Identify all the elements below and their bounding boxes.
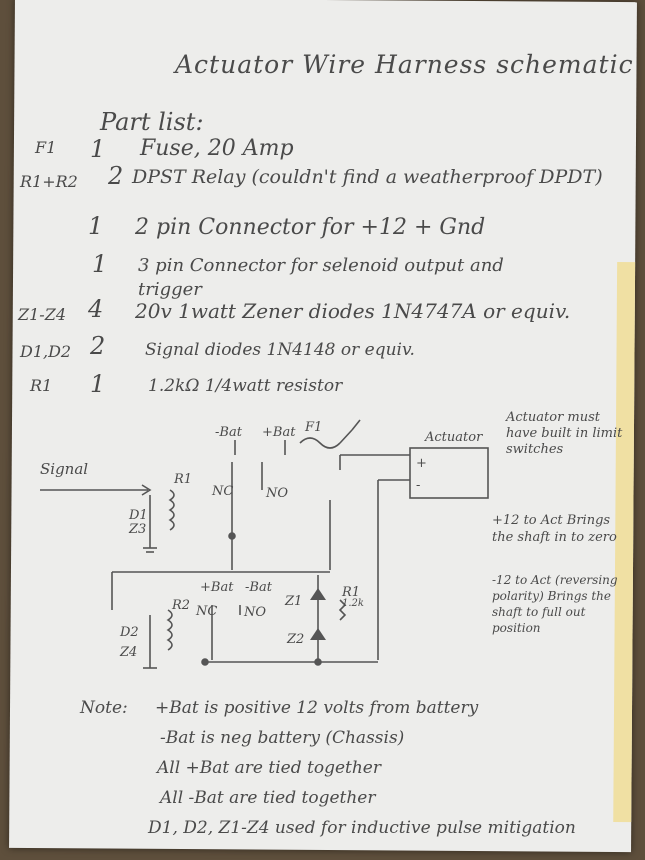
part-qty: 1 [92, 250, 108, 278]
part-qty: 1 [90, 370, 106, 398]
note-line: -Bat is neg battery (Chassis) [160, 728, 405, 748]
pos-bat-label: +Bat [262, 425, 296, 440]
r1-no-label: NO [266, 486, 289, 501]
z2-label: Z2 [287, 632, 305, 647]
part-qty: 2 [108, 162, 124, 190]
part-ref: R1+R2 [20, 172, 78, 191]
part-qty: 1 [90, 135, 106, 163]
note-line: All +Bat are tied together [157, 758, 381, 778]
part-qty: 4 [88, 295, 104, 323]
zener-z1 [310, 588, 326, 600]
r2-coil [166, 609, 173, 651]
fuse-symbol [299, 437, 341, 449]
z1-label: Z1 [285, 594, 303, 609]
minus12-note: -12 to Act (reversing polarity) Brings t… [492, 573, 618, 635]
limit-switch-note: Actuator must have built in limit switch… [506, 410, 623, 457]
r2-nc-label: NC [196, 604, 218, 619]
actuator-box [409, 447, 489, 499]
actuator-plus: + [416, 456, 427, 471]
part-qty: 1 [88, 212, 104, 240]
resistor-value: 1.2k [342, 598, 364, 609]
signal-arrow [141, 484, 152, 496]
fuse-lead [339, 429, 353, 444]
r2-neg-bat-label: -Bat [245, 580, 272, 595]
plus12-note: +12 to Act Brings the shaft in to zero [492, 513, 617, 545]
part-desc: Signal diodes 1N4148 or equiv. [145, 340, 415, 360]
z4-label: Z4 [120, 645, 138, 660]
d2-label: D2 [120, 625, 139, 640]
part-desc: 2 pin Connector for +12 + Gnd [135, 215, 486, 240]
part-ref: D1,D2 [20, 342, 72, 361]
resistor-r1 [338, 599, 347, 621]
resistor-label: R1 [342, 585, 361, 600]
part-ref: F1 [35, 138, 57, 157]
note-line: +Bat is positive 12 volts from battery [155, 698, 479, 718]
fuse-label: F1 [305, 420, 323, 435]
junction-dot [228, 532, 236, 540]
d1-label: D1 [129, 508, 148, 523]
part-desc: 3 pin Connector for selenoid output and … [138, 255, 504, 300]
note-line: All -Bat are tied together [160, 788, 376, 808]
z3-label: Z3 [129, 522, 147, 537]
note-label: Note: [80, 698, 128, 718]
part-ref: R1 [30, 376, 53, 395]
part-desc: Fuse, 20 Amp [140, 136, 294, 161]
page-title: Actuator Wire Harness schematic [175, 50, 634, 79]
fuse-arrow [351, 419, 361, 431]
parts-heading: Part list: [100, 108, 204, 136]
r1-coil [168, 489, 175, 531]
actuator-minus: - [416, 478, 421, 493]
part-desc: 1.2kΩ 1/4watt resistor [148, 376, 343, 396]
part-ref: Z1-Z4 [18, 305, 66, 324]
junction-dot [314, 658, 322, 666]
actuator-label: Actuator [425, 430, 483, 445]
junction-dot [201, 658, 209, 666]
r2-pos-bat-label: +Bat [200, 580, 234, 595]
zener-z2 [310, 628, 326, 640]
part-desc: 20v 1watt Zener diodes 1N4747A or equiv. [135, 299, 571, 323]
r2-no-label: NO [244, 605, 267, 620]
r1-label: R1 [174, 472, 193, 487]
note-line: D1, D2, Z1-Z4 used for inductive pulse m… [148, 818, 576, 838]
neg-bat-label: -Bat [215, 425, 242, 440]
r1-nc-label: NC [212, 484, 234, 499]
signal-label: Signal [40, 460, 89, 478]
r2-label: R2 [172, 598, 191, 613]
part-desc: DPST Relay (couldn't find a weatherproof… [132, 166, 603, 188]
part-qty: 2 [90, 332, 106, 360]
